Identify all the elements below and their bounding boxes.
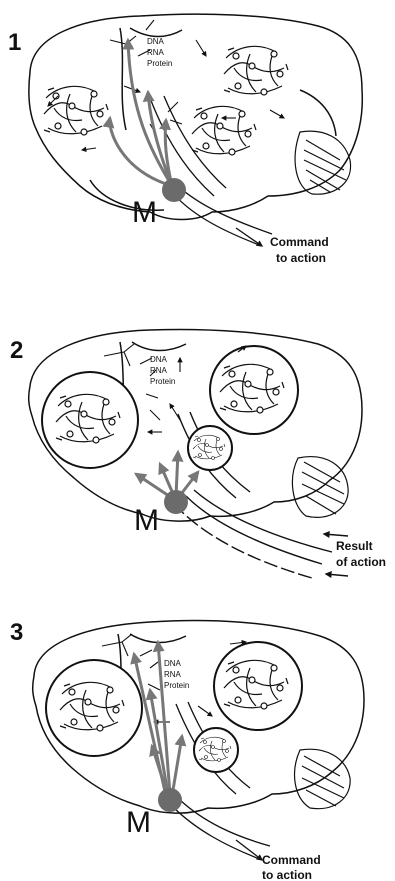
memory-ensemble	[194, 728, 238, 772]
cerebellum	[292, 457, 348, 518]
modulatory-pathways	[136, 452, 198, 498]
memory-ensemble	[210, 346, 298, 434]
gene-expression-labels: DNA RNA Protein	[150, 355, 175, 386]
memory-ensemble	[46, 660, 142, 756]
panel-number: 1	[8, 29, 21, 56]
rna-label: RNA	[147, 48, 165, 57]
m-label: M	[126, 806, 151, 839]
rna-label: RNA	[150, 366, 168, 375]
memory-ensemble	[42, 372, 138, 468]
memory-ensemble	[188, 426, 232, 470]
protein-label: Protein	[147, 59, 172, 68]
protein-label: Protein	[164, 681, 189, 690]
m-label: M	[134, 504, 159, 537]
dna-label: DNA	[150, 355, 168, 364]
panel-number: 3	[10, 619, 23, 646]
cerebellum	[295, 131, 350, 194]
gene-expression-labels: DNA RNA Protein	[147, 37, 172, 68]
caption-line-1: Command	[270, 235, 329, 249]
panel-number: 2	[10, 337, 23, 364]
modulatory-nucleus	[162, 178, 186, 202]
modulatory-nucleus	[164, 490, 188, 514]
caption-line-2: to action	[262, 868, 312, 881]
modulatory-nucleus	[158, 788, 182, 812]
memory-ensemble	[214, 642, 302, 730]
rna-label: RNA	[164, 670, 182, 679]
gene-expression-labels: DNA RNA Protein	[164, 659, 189, 690]
protein-label: Protein	[150, 377, 175, 386]
m-label: M	[132, 196, 157, 229]
dna-label: DNA	[164, 659, 182, 668]
panel-1: 1	[8, 14, 362, 265]
caption-line-2: to action	[276, 251, 326, 265]
panel-2: 2	[10, 330, 386, 578]
caption-line-1: Result	[336, 539, 373, 553]
caption-line-1: Command	[262, 853, 321, 867]
panel-3: 3	[10, 619, 364, 881]
caption-line-2: of action	[336, 555, 386, 569]
dna-label: DNA	[147, 37, 165, 46]
